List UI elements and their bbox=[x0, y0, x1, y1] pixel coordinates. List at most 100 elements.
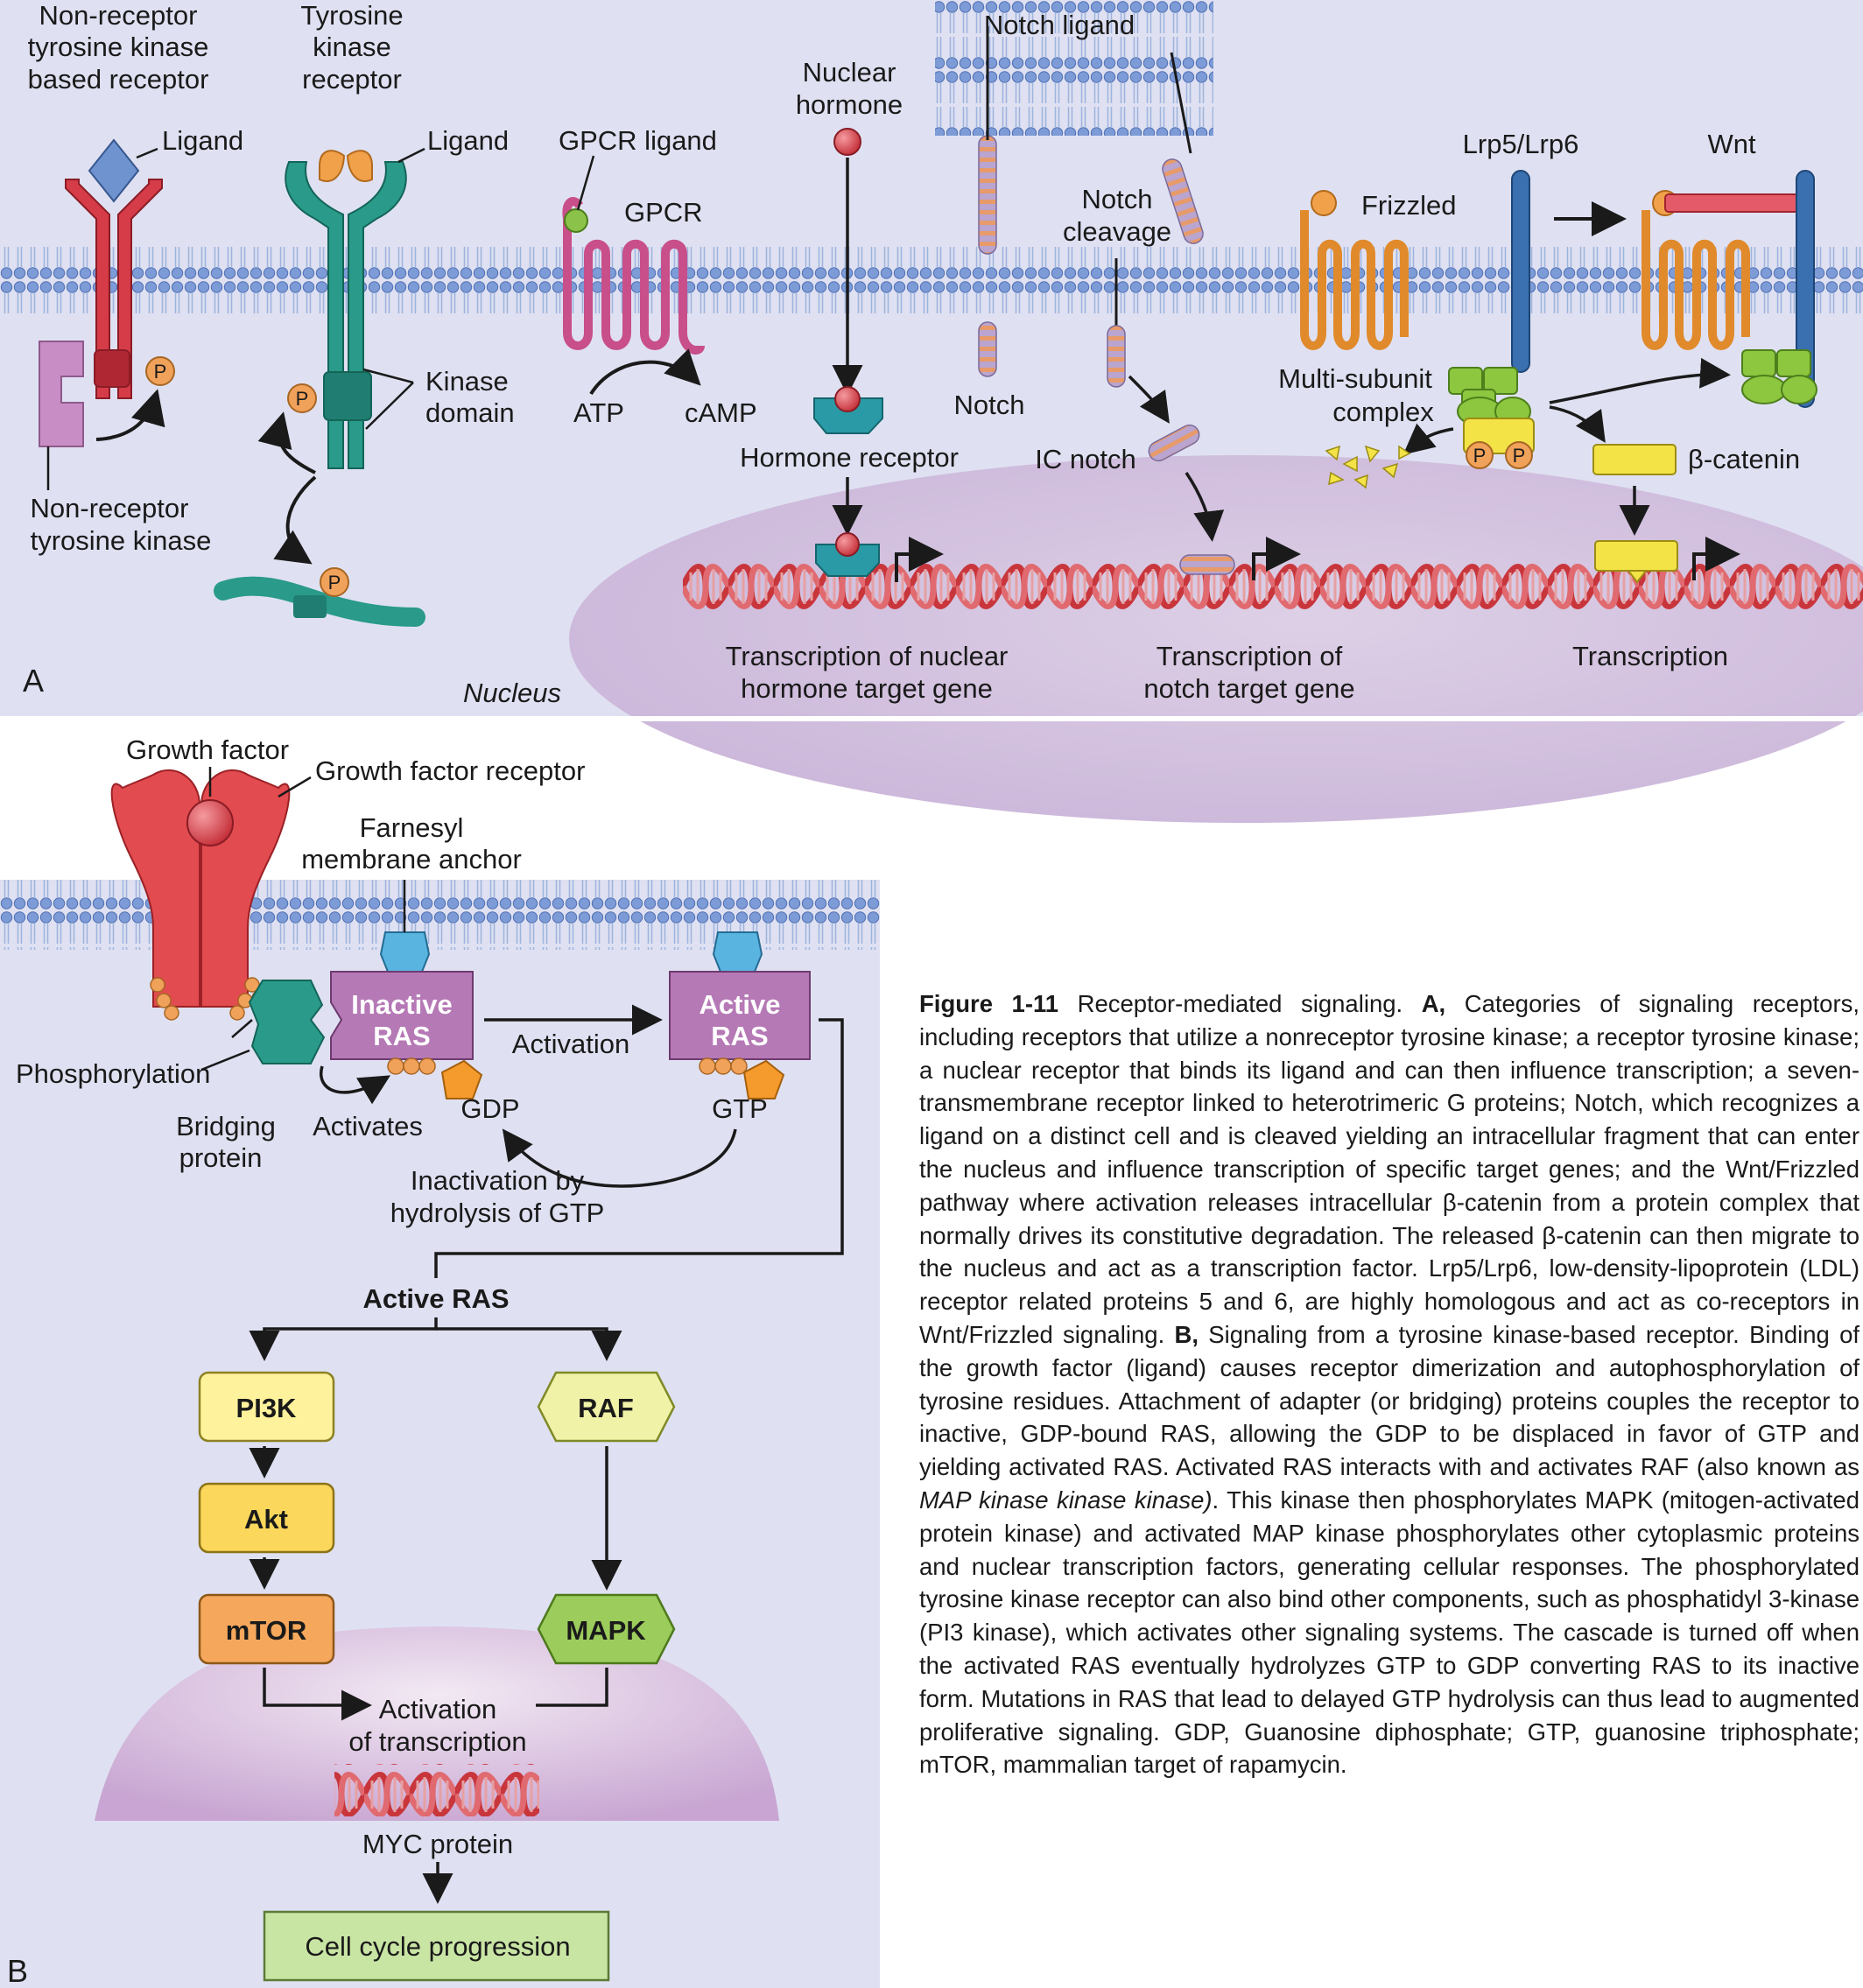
receptor-tyrosine-kinase: P P bbox=[214, 150, 425, 627]
nuclear-hormone-pathway bbox=[813, 128, 944, 582]
mapk-label: MAPK bbox=[566, 1615, 646, 1646]
raf-label: RAF bbox=[578, 1393, 634, 1423]
gpcr bbox=[562, 155, 705, 396]
phosphate-icon bbox=[145, 356, 175, 386]
farnesyl-label-2: membrane anchor bbox=[301, 844, 522, 875]
gdp-label: GDP bbox=[460, 1093, 519, 1124]
inactivation-label-2: hydrolysis of GTP bbox=[390, 1198, 605, 1228]
panel-a-letter: A bbox=[23, 663, 44, 699]
figure-caption: Figure 1-11 Receptor-mediated signaling.… bbox=[919, 987, 1859, 1781]
multi-subunit-complex: P P bbox=[1448, 367, 1535, 469]
nonreceptor-title-line1: Non-receptor bbox=[39, 0, 198, 31]
camp-label: cAMP bbox=[685, 397, 757, 428]
active-ras-bold-label: Active RAS bbox=[362, 1283, 509, 1314]
svg-text:P: P bbox=[1473, 445, 1487, 467]
notch-transcription-label-2: notch target gene bbox=[1143, 673, 1354, 704]
beta-catenin-nuclear bbox=[1594, 540, 1678, 572]
svg-text:P: P bbox=[296, 388, 309, 410]
ic-notch-fragment bbox=[1148, 424, 1200, 462]
rtk-ligand-right-icon bbox=[346, 150, 373, 182]
raf-box bbox=[537, 1371, 676, 1443]
notch-label: Notch bbox=[954, 390, 1025, 420]
caption-b-label: B, bbox=[1174, 1320, 1199, 1348]
svg-text:P: P bbox=[328, 572, 341, 594]
bridging-label-2: protein bbox=[179, 1142, 263, 1173]
nuclear-transcription-label-2: hormone target gene bbox=[741, 673, 993, 704]
nonreceptor-title-line2: tyrosine kinase bbox=[28, 32, 209, 62]
caption-part-b2: . This kinase then phosphorylates MAPK (… bbox=[919, 1486, 1859, 1779]
panel-b: Growth factor Growth factor receptor Pho… bbox=[0, 734, 880, 1988]
lrp-coreceptor bbox=[1511, 170, 1530, 373]
notch-transcription-label-1: Transcription of bbox=[1156, 641, 1343, 671]
akt-box bbox=[198, 1482, 335, 1554]
growth-factor-icon bbox=[186, 799, 234, 846]
dna-helix-b bbox=[334, 1764, 539, 1816]
caption-italic: MAP kinase kinase kinase) bbox=[919, 1486, 1213, 1514]
nuclear-hormone-icon bbox=[833, 128, 861, 156]
phosphorylation-label: Phosphorylation bbox=[16, 1058, 210, 1089]
kinase-domain-label-1: Kinase bbox=[425, 366, 509, 397]
phosphate-icon bbox=[320, 567, 349, 597]
activates-label: Activates bbox=[313, 1111, 423, 1142]
notch-cleavage-label-2: cleavage bbox=[1063, 216, 1171, 247]
nonreceptor-ligand-label: Ligand bbox=[162, 125, 243, 156]
inactive-ras-label-1: Inactive bbox=[351, 989, 452, 1020]
gtp-icon bbox=[742, 1059, 785, 1099]
activation-label: Activation bbox=[512, 1029, 629, 1059]
bridging-label-1: Bridging bbox=[176, 1111, 276, 1142]
active-ras-label-1: Active bbox=[699, 989, 780, 1020]
farnesyl-anchor-inactive bbox=[379, 931, 431, 973]
beta-catenin-label: β-catenin bbox=[1688, 444, 1800, 474]
degraded-beta-catenin bbox=[1325, 445, 1411, 489]
notch-cleavage-label-1: Notch bbox=[1082, 184, 1153, 214]
activation-transcription-label-1: Activation bbox=[379, 1694, 496, 1725]
activation-transcription-label-2: of transcription bbox=[348, 1726, 526, 1757]
gf-receptor-label: Growth factor receptor bbox=[315, 755, 585, 786]
ic-notch-label: IC notch bbox=[1035, 444, 1135, 474]
mtor-label: mTOR bbox=[226, 1615, 306, 1646]
wnt-label: Wnt bbox=[1707, 129, 1756, 159]
wnt-ligand bbox=[1664, 193, 1799, 213]
rtk-title-line2: kinase bbox=[313, 32, 391, 62]
myc-protein-label: MYC protein bbox=[362, 1829, 513, 1859]
farnesyl-anchor-active bbox=[712, 931, 763, 973]
rtk-ligand-label: Ligand bbox=[427, 125, 509, 156]
inactive-ras-label-2: RAS bbox=[373, 1021, 430, 1051]
rtk-ligand-left-icon bbox=[319, 150, 346, 182]
caption-title: Receptor-mediated signaling. bbox=[1058, 990, 1422, 1017]
gpcr-ligand-icon bbox=[564, 208, 588, 233]
gpcr-ligand-label: GPCR ligand bbox=[559, 125, 717, 156]
nonreceptor-kinase-shape bbox=[39, 341, 84, 447]
svg-text:P: P bbox=[1513, 445, 1526, 467]
active-ras-label-2: RAS bbox=[711, 1021, 768, 1051]
notch-ligand-cell-membrane bbox=[935, 0, 1213, 136]
bridging-protein-shape bbox=[248, 980, 326, 1064]
mapk-box bbox=[537, 1593, 676, 1665]
nuclear-hormone-label-2: hormone bbox=[796, 89, 903, 120]
caption-part-a: Categories of signaling receptors, inclu… bbox=[919, 990, 1859, 1348]
cell-cycle-label: Cell cycle progression bbox=[305, 1931, 570, 1962]
wnt-transcription-label: Transcription bbox=[1572, 641, 1728, 671]
svg-text:P: P bbox=[154, 361, 167, 383]
gdp-icon bbox=[440, 1059, 483, 1099]
nuclear-transcription-label-1: Transcription of nuclear bbox=[726, 641, 1009, 671]
hormone-receptor-bound bbox=[815, 544, 880, 577]
nucleus-label: Nucleus bbox=[463, 678, 561, 708]
atp-label: ATP bbox=[573, 397, 624, 428]
cell-cycle-box bbox=[263, 1910, 610, 1982]
nuclear-hormone-label-1: Nuclear bbox=[803, 57, 896, 88]
farnesyl-label-1: Farnesyl bbox=[360, 812, 464, 843]
kinase-domain-label-2: domain bbox=[425, 397, 515, 428]
frizzled-helices bbox=[1300, 210, 1409, 350]
beta-catenin-free bbox=[1592, 444, 1677, 475]
hormone-receptor-shape bbox=[813, 397, 883, 434]
gpcr-label: GPCR bbox=[624, 197, 703, 228]
rtk-title-line1: Tyrosine bbox=[300, 0, 403, 31]
akt-label: Akt bbox=[244, 1504, 288, 1535]
hormone-receptor-label: Hormone receptor bbox=[740, 442, 959, 473]
wnt-frizzled-pathway: P P bbox=[1300, 170, 1817, 584]
notch-extracellular bbox=[978, 135, 997, 255]
notch-ligand-label: Notch ligand bbox=[984, 10, 1135, 40]
rtk-title-line3: receptor bbox=[302, 64, 402, 95]
phosphorylated-substrate bbox=[214, 576, 425, 627]
